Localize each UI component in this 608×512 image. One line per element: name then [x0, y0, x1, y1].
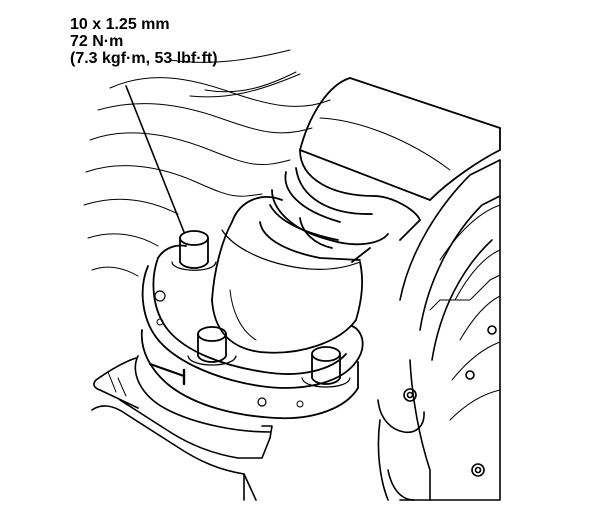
- flange-bolt-top: [171, 230, 217, 271]
- cv-joint-body: [211, 196, 363, 354]
- flange-plate: [140, 244, 364, 420]
- transfer-case-housing: [377, 159, 501, 501]
- flange-bolt-left: [187, 326, 237, 366]
- torque-nm-label: 72 N·m: [70, 33, 124, 50]
- mating-flange: [134, 355, 271, 433]
- bolt-size-label: 10 x 1.25 mm: [70, 16, 170, 33]
- shaft-collars: [259, 149, 421, 263]
- propeller-shaft: [299, 77, 501, 201]
- flange-bolt-right: [301, 346, 351, 388]
- crossmember-frame: [91, 357, 273, 501]
- surface-contour-lines: [83, 49, 331, 277]
- torque-spec-callout: 10 x 1.25 mm 72 N·m (7.3 kgf·m, 53 lbf·f…: [70, 16, 218, 67]
- torque-alt-label: (7.3 kgf·m, 53 lbf·ft): [70, 50, 218, 67]
- callout-leader: [125, 85, 185, 233]
